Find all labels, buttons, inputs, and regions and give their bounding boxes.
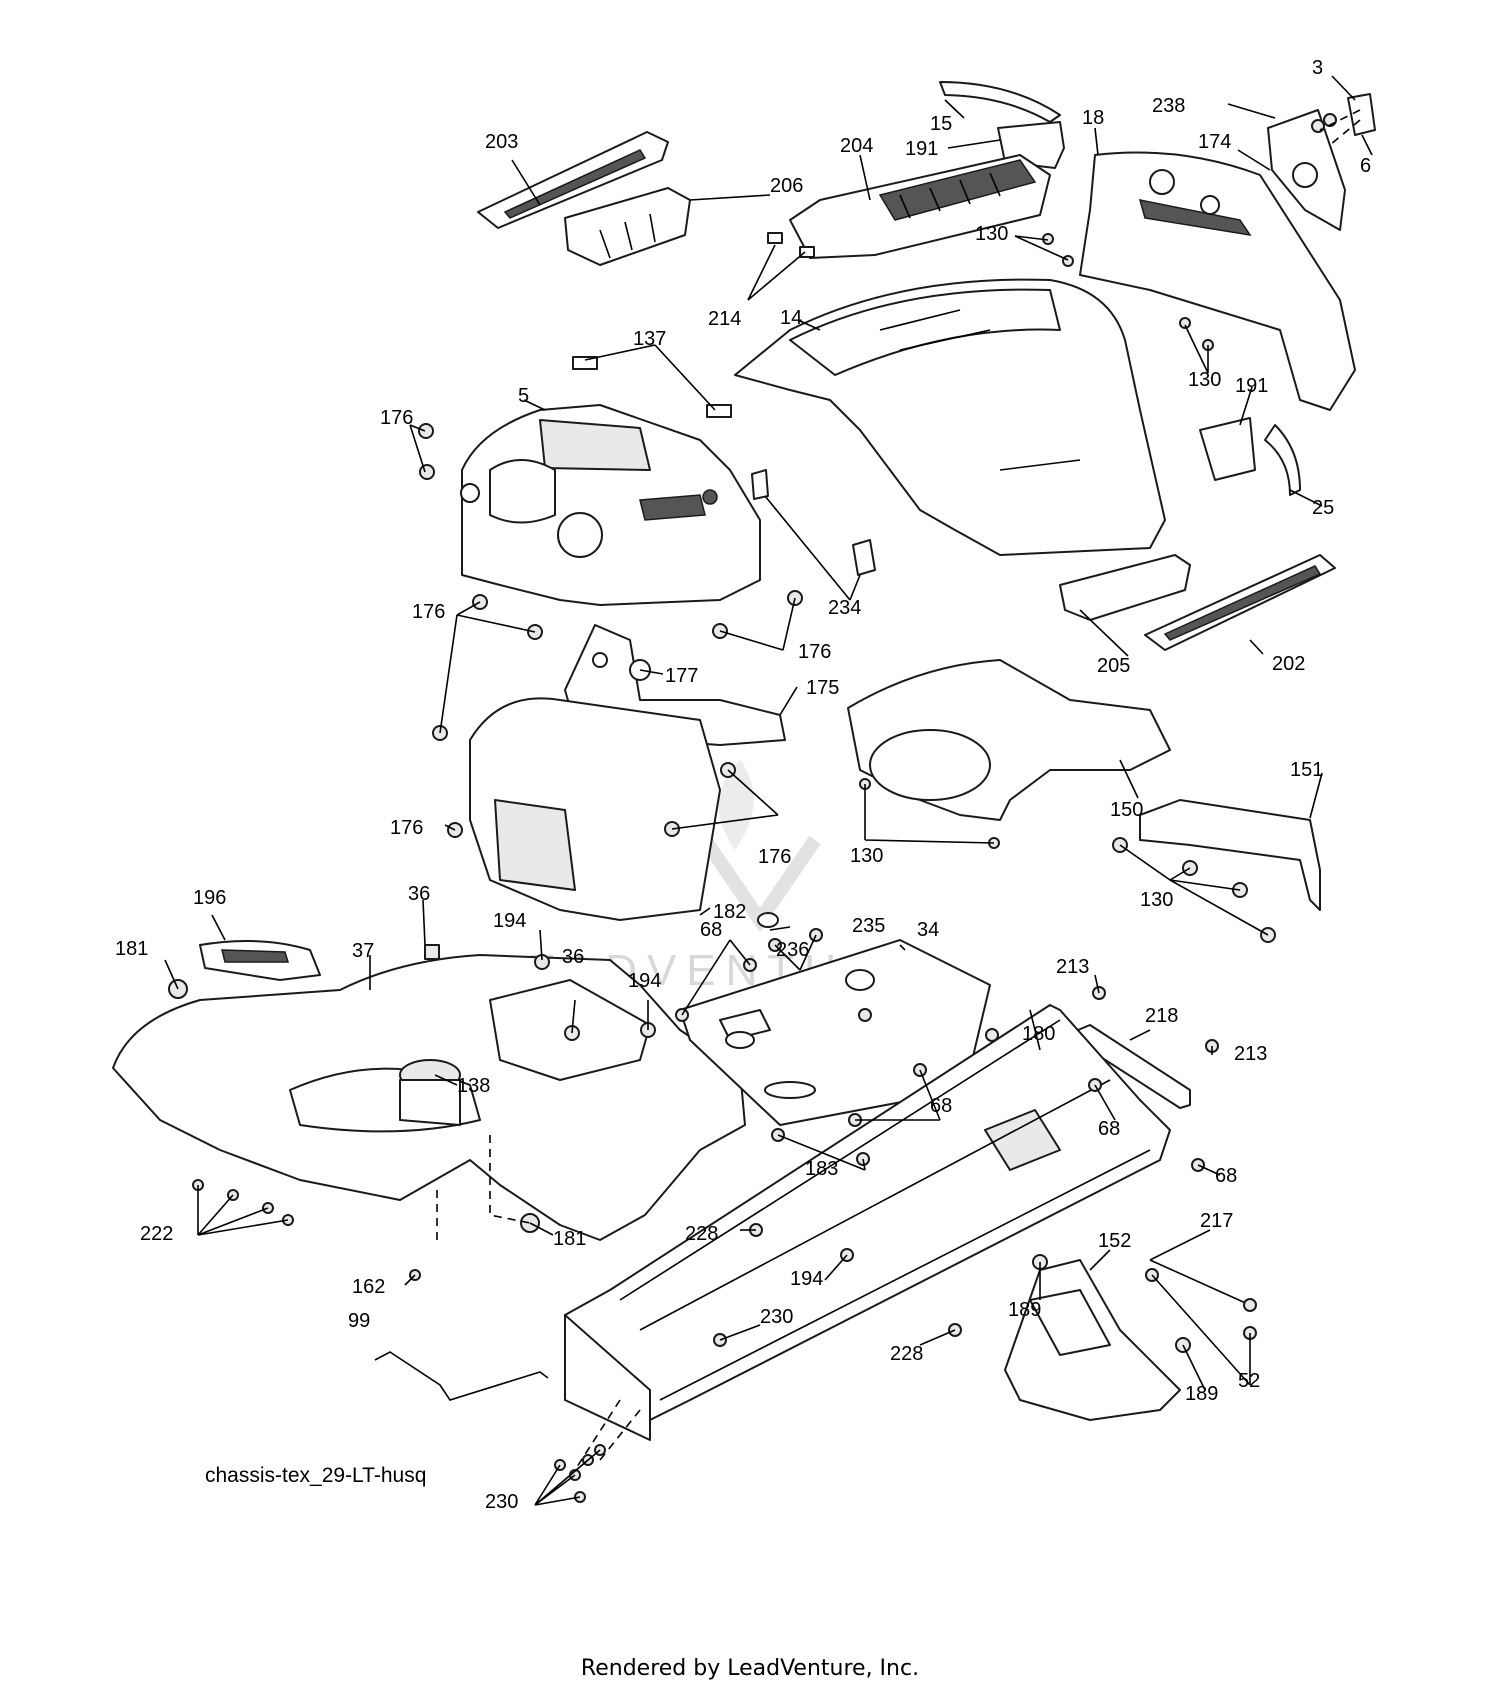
- callout-180: 180: [1022, 1023, 1055, 1045]
- callout-150: 150: [1110, 799, 1143, 821]
- callout-183: 183: [805, 1158, 838, 1180]
- callout-130: 130: [1188, 369, 1221, 391]
- callout-34: 34: [917, 919, 939, 941]
- part-3-bracket: [1347, 93, 1376, 136]
- part-191-trim-cap-side: [1199, 417, 1256, 481]
- callout-162: 162: [352, 1276, 385, 1298]
- callout-18: 18: [1082, 107, 1104, 129]
- callout-15: 15: [930, 113, 952, 135]
- part-235-grommet: [757, 912, 779, 928]
- part-25-trim-strip: [1264, 424, 1301, 496]
- part-182-rear-panel: [469, 697, 721, 921]
- callout-151: 151: [1290, 759, 1323, 781]
- callout-36: 36: [562, 946, 584, 968]
- callout-182: 182: [713, 901, 746, 923]
- part-18-front-bumper-housing: [1079, 151, 1356, 411]
- callout-130: 130: [850, 845, 883, 867]
- callout-175: 175: [806, 677, 839, 699]
- callout-194: 194: [790, 1268, 823, 1290]
- part-206-air-duct-left: [564, 187, 691, 266]
- callout-189: 189: [1185, 1383, 1218, 1405]
- callout-152: 152: [1098, 1230, 1131, 1252]
- callout-68: 68: [930, 1095, 952, 1117]
- callout-176: 176: [380, 407, 413, 429]
- callout-177: 177: [665, 665, 698, 687]
- part-15-trim-strip: [939, 81, 1061, 123]
- callout-181: 181: [115, 938, 148, 960]
- part-180-frame: [564, 1004, 1171, 1441]
- callout-130: 130: [1140, 889, 1173, 911]
- callout-138: 138: [457, 1075, 490, 1097]
- callout-68: 68: [1098, 1118, 1120, 1140]
- part-99-rod: [374, 1351, 549, 1401]
- callout-230: 230: [485, 1491, 518, 1513]
- callout-37: 37: [352, 940, 374, 962]
- callout-238: 238: [1152, 95, 1185, 117]
- callout-191: 191: [1235, 375, 1268, 397]
- diagram-code: chassis-tex_29-LT-husq: [205, 1464, 427, 1487]
- part-214-clips: [767, 232, 815, 258]
- callout-228: 228: [685, 1223, 718, 1245]
- callout-68: 68: [1215, 1165, 1237, 1187]
- callout-194: 194: [493, 910, 526, 932]
- part-205-air-duct-right: [1059, 554, 1191, 621]
- callout-3: 3: [1312, 57, 1323, 79]
- callout-203: 203: [485, 131, 518, 153]
- callout-6: 6: [1360, 155, 1371, 177]
- callout-25: 25: [1312, 497, 1334, 519]
- part-203-side-grille-left: [477, 131, 669, 229]
- callout-14: 14: [780, 307, 802, 329]
- callout-181: 181: [553, 1228, 586, 1250]
- callout-52: 52: [1238, 1370, 1260, 1392]
- callout-176: 176: [758, 846, 791, 868]
- callout-194: 194: [628, 970, 661, 992]
- callout-36: 36: [408, 883, 430, 905]
- part-234-tab: [751, 469, 876, 576]
- part-204-grille-insert: [789, 154, 1051, 259]
- callout-206: 206: [770, 175, 803, 197]
- callout-130: 130: [975, 223, 1008, 245]
- callout-202: 202: [1272, 653, 1305, 675]
- callout-68: 68: [700, 919, 722, 941]
- leader-lines: [164, 75, 1373, 1506]
- callout-235: 235: [852, 915, 885, 937]
- part-150-fender-support: [847, 659, 1171, 821]
- callout-99: 99: [348, 1310, 370, 1332]
- part-152-shield: [1004, 1259, 1181, 1421]
- callout-176: 176: [390, 817, 423, 839]
- callout-174: 174: [1198, 131, 1231, 153]
- part-34-seat-plate: [679, 939, 991, 1126]
- callout-191: 191: [905, 138, 938, 160]
- callout-218: 218: [1145, 1005, 1178, 1027]
- callout-196: 196: [193, 887, 226, 909]
- part-37-body-pan: [112, 954, 746, 1241]
- part-5-dash-panel: [460, 404, 761, 606]
- part-238-headlight-lens: [1267, 109, 1346, 231]
- callout-5: 5: [518, 385, 529, 407]
- callout-labels: 3 238 174 6 15 18 191 204 130 203 206 21…: [115, 57, 1371, 1513]
- part-196-fuel-cap-panel: [199, 940, 321, 981]
- callout-230: 230: [760, 1306, 793, 1328]
- footer-credit: Rendered by LeadVenture, Inc.: [580, 1656, 920, 1681]
- callout-228: 228: [890, 1343, 923, 1365]
- callout-137: 137: [633, 328, 666, 350]
- callout-214: 214: [708, 308, 741, 330]
- callout-205: 205: [1097, 655, 1130, 677]
- callout-234: 234: [828, 597, 861, 619]
- part-14-hood: [734, 278, 1166, 556]
- callout-236: 236: [776, 939, 809, 961]
- callout-189: 189: [1008, 1299, 1041, 1321]
- callout-222: 222: [140, 1223, 173, 1245]
- callout-176: 176: [798, 641, 831, 663]
- callout-217: 217: [1200, 1210, 1233, 1232]
- part-202-side-grille-right: [1144, 554, 1336, 651]
- callout-213: 213: [1056, 956, 1089, 978]
- part-217-rod: [1149, 1259, 1251, 1306]
- callout-176: 176: [412, 601, 445, 623]
- callout-204: 204: [840, 135, 873, 157]
- callout-213: 213: [1234, 1043, 1267, 1065]
- part-151-bracket: [1139, 799, 1321, 911]
